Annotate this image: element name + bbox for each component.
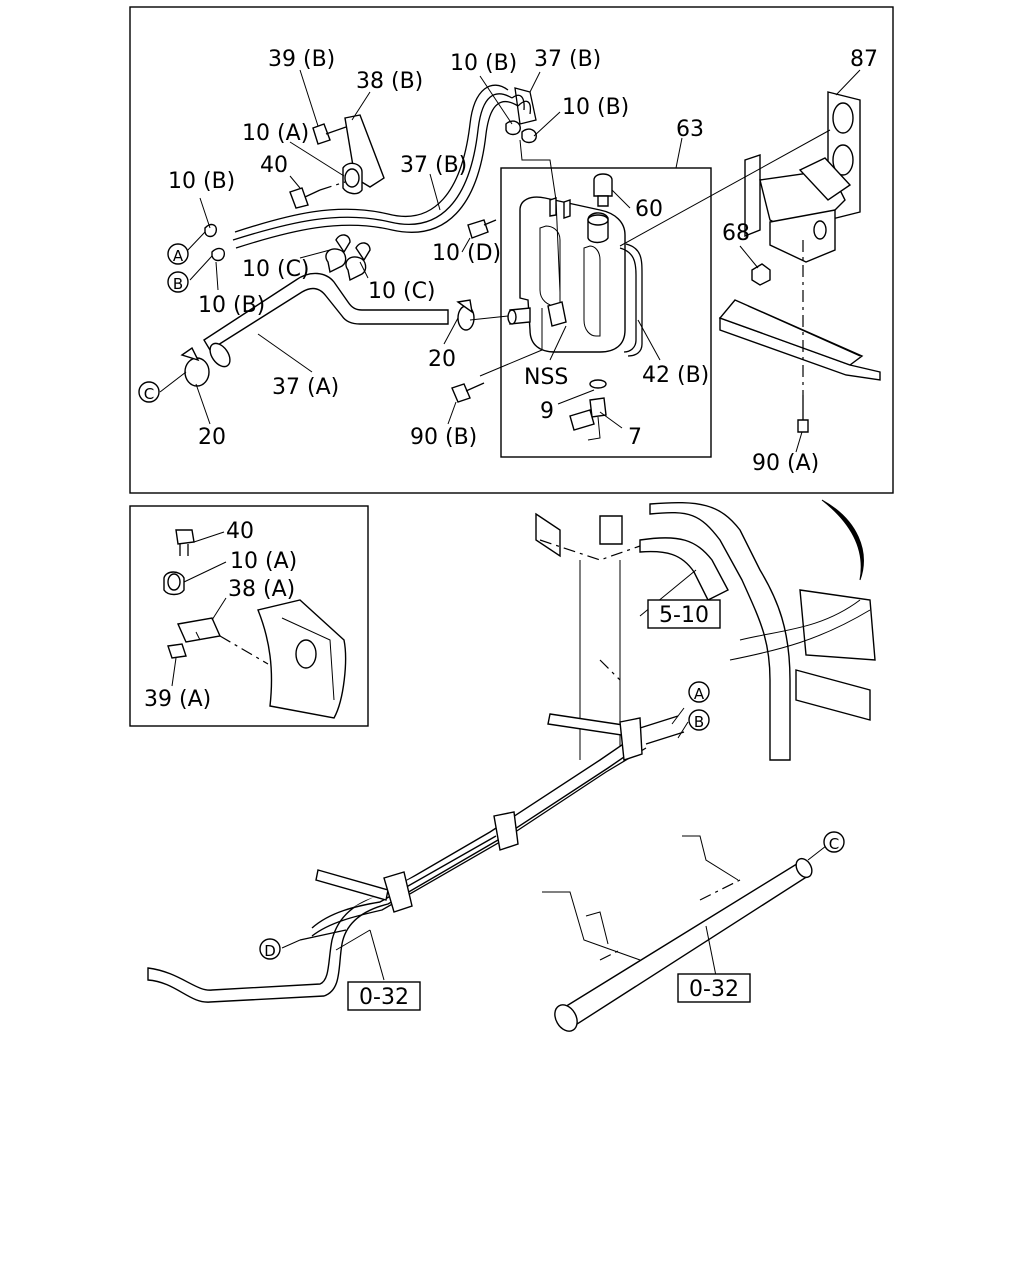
label-87: 87 xyxy=(850,47,878,72)
inset-label-38a: 38 (A) xyxy=(228,577,295,602)
label-10c-a: 10 (C) xyxy=(242,257,310,282)
bolt-40 xyxy=(289,181,346,209)
label-10d: 10 (D) xyxy=(432,241,501,266)
main-panel-frame xyxy=(129,6,894,494)
label-37b-mid: 37 (B) xyxy=(400,153,467,178)
svg-text:B: B xyxy=(694,713,704,731)
inset-bolt-39a xyxy=(167,643,187,659)
inset-label-40: 40 xyxy=(226,519,254,544)
label-63: 63 xyxy=(676,117,704,142)
hose-37b xyxy=(232,84,537,249)
label-20-mid: 20 xyxy=(428,347,456,372)
inset-clamp-10a xyxy=(163,571,185,596)
label-7: 7 xyxy=(628,425,642,450)
label-10b-right: 10 (B) xyxy=(562,95,629,120)
inset-frame-rail xyxy=(219,599,347,719)
nut-68 xyxy=(751,263,771,286)
bracket-38b xyxy=(342,114,385,195)
svg-text:C: C xyxy=(829,835,839,853)
label-42b: 42 (B) xyxy=(642,363,709,388)
part-labels-main: 39 (B) 38 (B) 10 (B) 37 (B) 87 10 (A) 10… xyxy=(168,47,878,476)
pipe-routing-view: 0-32 0-32 A B C D xyxy=(147,681,845,1032)
leader-lines xyxy=(159,69,861,453)
clamp-20-low xyxy=(180,346,210,387)
clip-10b-left xyxy=(204,223,226,262)
svg-text:A: A xyxy=(173,247,184,265)
svg-text:B: B xyxy=(173,275,183,293)
bolt-90b xyxy=(451,382,485,403)
main-exploded-panel: 39 (B) 38 (B) 10 (B) 37 (B) 87 10 (A) 10… xyxy=(129,6,894,494)
connector-10d xyxy=(467,219,497,239)
marker-c-pipe: C xyxy=(823,831,845,853)
label-68: 68 xyxy=(722,221,750,246)
label-39b: 39 (B) xyxy=(268,47,335,72)
label-20-low: 20 xyxy=(198,425,226,450)
label-60: 60 xyxy=(635,197,663,222)
inset-label-10a: 10 (A) xyxy=(230,549,297,574)
ref-label-510: 5-10 xyxy=(659,603,709,628)
marker-c-main: C xyxy=(138,381,160,403)
marker-a-pipe: A xyxy=(688,681,710,703)
ref-box-032-left xyxy=(347,981,421,1011)
clamp-20-mid xyxy=(456,299,475,331)
label-37b-top: 37 (B) xyxy=(534,47,601,72)
inset-leaders xyxy=(171,531,227,687)
clip-10b-top xyxy=(505,120,557,201)
bracket-87 xyxy=(744,91,861,263)
ref-label-032-left: 0-32 xyxy=(359,985,409,1010)
svg-text:C: C xyxy=(144,385,154,403)
marker-b-main: B xyxy=(167,271,189,293)
sensor-7 xyxy=(569,379,607,441)
marker-b-pipe: B xyxy=(688,709,710,731)
label-37a: 37 (A) xyxy=(272,375,339,400)
clamps-10c xyxy=(325,234,371,282)
inset-panel: 40 10 (A) 38 (A) 39 (A) xyxy=(129,505,369,727)
cap-60 xyxy=(593,173,613,207)
ref-label-032-right: 0-32 xyxy=(689,977,739,1002)
label-10a: 10 (A) xyxy=(242,121,309,146)
svg-text:A: A xyxy=(694,685,705,703)
ref-box-510 xyxy=(647,599,721,629)
label-90b: 90 (B) xyxy=(410,425,477,450)
inset-label-39a: 39 (A) xyxy=(144,687,211,712)
label-10b-left: 10 (B) xyxy=(168,169,235,194)
frame-view: 5-10 xyxy=(535,499,876,761)
crossmember xyxy=(718,299,881,381)
label-90a: 90 (A) xyxy=(752,451,819,476)
bolt-39b xyxy=(312,123,347,145)
label-40: 40 xyxy=(260,153,288,178)
bolt-90a xyxy=(797,240,809,433)
reservoir-tank xyxy=(507,196,626,353)
hose-37a xyxy=(203,272,449,368)
ref-box-032-right xyxy=(677,973,751,1003)
marker-d-pipe: D xyxy=(259,938,281,960)
label-10c-b: 10 (C) xyxy=(368,279,436,304)
label-10b-low: 10 (B) xyxy=(198,293,265,318)
tank-subframe xyxy=(500,167,712,458)
inset-bolt-40 xyxy=(175,529,195,556)
label-9: 9 xyxy=(540,399,554,424)
hose-42b xyxy=(619,243,643,357)
label-10b-top: 10 (B) xyxy=(450,51,517,76)
label-38b: 38 (B) xyxy=(356,69,423,94)
inset-panel-frame xyxy=(129,505,369,727)
svg-text:D: D xyxy=(264,942,276,960)
inset-bracket-38a xyxy=(176,617,222,643)
marker-a-main: A xyxy=(167,243,189,265)
label-nss: NSS xyxy=(524,365,568,390)
